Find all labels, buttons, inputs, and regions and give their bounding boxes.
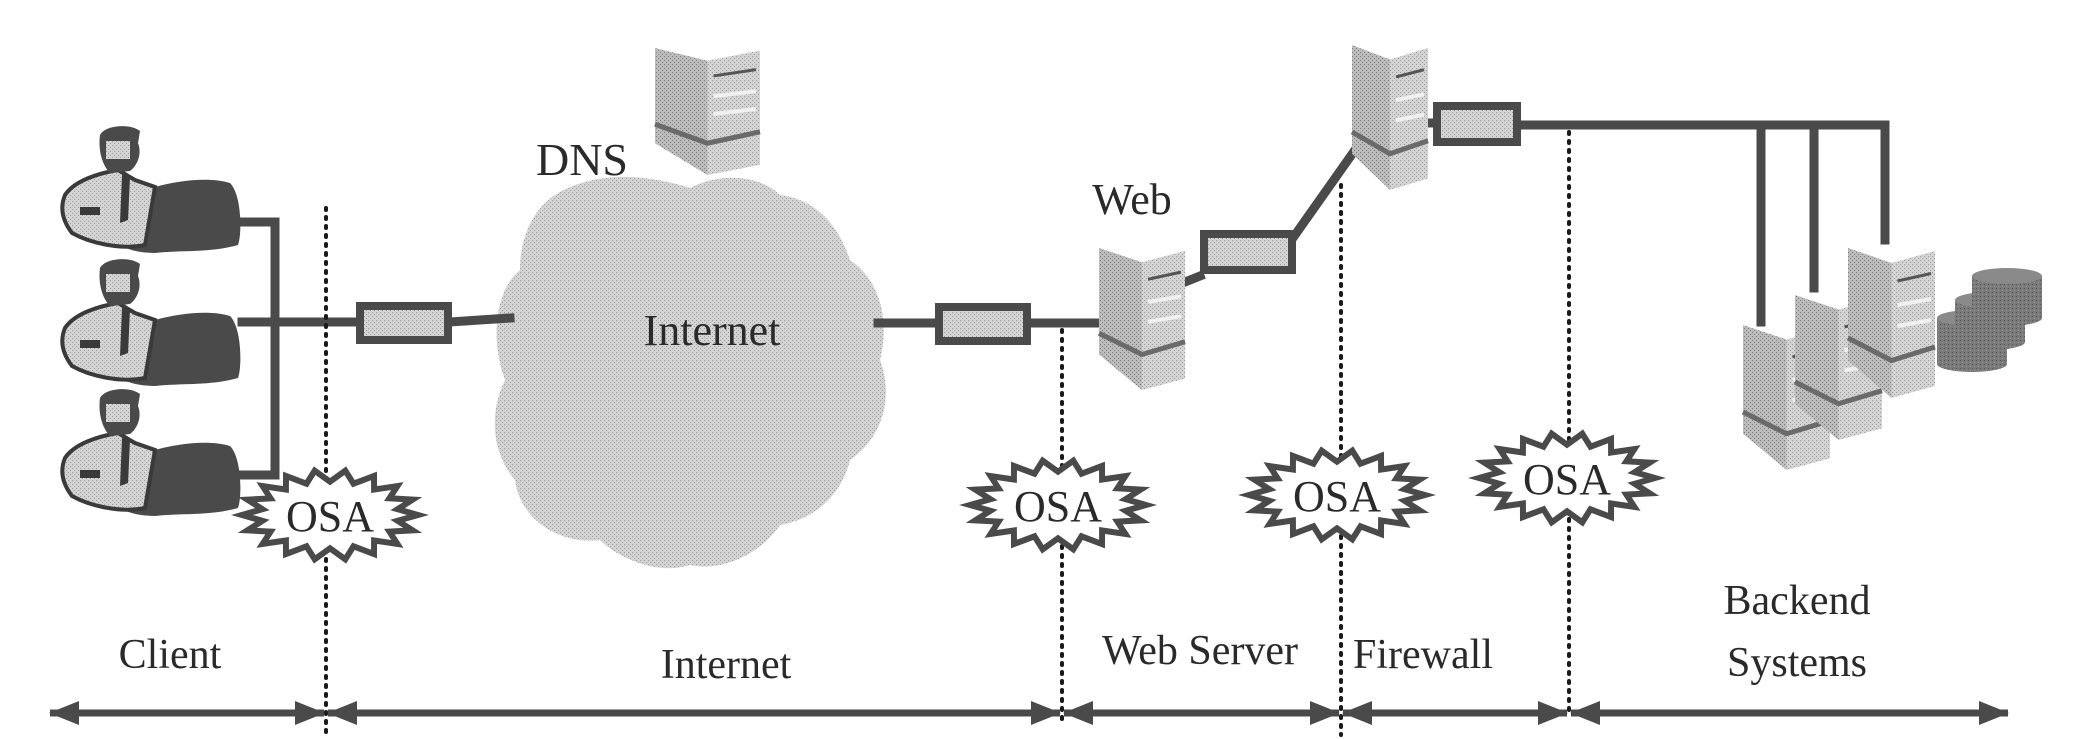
- osa-starburst-icon: [959, 456, 1157, 554]
- link-boxes: [356, 102, 1521, 345]
- dns-label: DNS: [536, 134, 628, 185]
- zone-label-client: Client: [119, 632, 222, 678]
- zone-label-internet: Internet: [661, 642, 792, 688]
- server-slot: [713, 89, 757, 99]
- client-user-icon: [60, 126, 241, 253]
- osa-starburst-icon: [1238, 446, 1436, 544]
- database-disk-1: [1972, 268, 2042, 326]
- zone-label-backend-line2: Systems: [1727, 640, 1867, 686]
- server-slot: [1395, 112, 1425, 123]
- client-user-icon: [60, 389, 241, 516]
- arm-band: [80, 470, 100, 478]
- osa-label: OSA: [1014, 482, 1102, 531]
- tie-shape: [120, 175, 130, 223]
- server-slot: [713, 68, 757, 78]
- internet-cloud: Internet: [494, 176, 886, 569]
- arm-band: [80, 207, 100, 215]
- server-base-band: [1350, 129, 1429, 157]
- osa-label: OSA: [286, 492, 374, 541]
- client-to-cloud-link: [445, 313, 515, 327]
- link-box-firewall: [1433, 102, 1521, 146]
- link-box-web: [1200, 230, 1296, 274]
- server-slot: [1897, 318, 1932, 328]
- osa-starburst-icon: [231, 466, 429, 564]
- server-base-band: [1846, 335, 1936, 364]
- link-box-internet: [935, 303, 1031, 345]
- server-side-face: [1743, 325, 1787, 470]
- osa-badge: OSA: [1468, 429, 1666, 527]
- server-side-face: [1848, 248, 1892, 398]
- clients: [60, 126, 241, 516]
- cloud-shape: [494, 176, 886, 569]
- tie-shape: [120, 438, 130, 486]
- database-icon: [1937, 268, 2042, 372]
- face-shade: [106, 274, 130, 292]
- zone-label-firewall: Firewall: [1353, 632, 1493, 678]
- osa-starburst-icon: [1468, 429, 1666, 527]
- torso-shape: [60, 167, 158, 249]
- osa-label: OSA: [1293, 472, 1381, 521]
- torso-shape: [60, 430, 158, 512]
- server-slot: [1147, 294, 1182, 304]
- server-base-band: [1097, 330, 1186, 358]
- server-side-face: [655, 48, 708, 175]
- server-side-face: [1099, 248, 1142, 390]
- server-base-band: [654, 121, 761, 146]
- link-box-client: [356, 302, 452, 344]
- tie-shape: [120, 308, 130, 356]
- osa-label: OSA: [1523, 455, 1611, 504]
- face-shade: [106, 404, 130, 422]
- server-side-face: [1795, 295, 1839, 440]
- server-slot: [1897, 297, 1932, 307]
- server-slot: [1897, 272, 1932, 283]
- dns-server-icon: [654, 48, 761, 175]
- osa-badge: OSA: [1238, 446, 1436, 544]
- zone-label-web-server: Web Server: [1102, 628, 1298, 674]
- osa-badge: OSA: [231, 466, 429, 564]
- web-label: Web: [1092, 175, 1172, 224]
- box-to-firewall-link: [1288, 143, 1362, 242]
- internet-cloud-label: Internet: [644, 306, 781, 355]
- server-slot: [713, 106, 757, 117]
- client-user-icon: [60, 259, 241, 386]
- connections: [237, 118, 1890, 480]
- server-slot: [1395, 92, 1425, 103]
- firewall-server-icon: [1350, 45, 1429, 191]
- face-shade: [106, 141, 130, 159]
- web-to-box-link: [1179, 270, 1206, 288]
- zone-labels: Client Internet Web Server Firewall Back…: [119, 578, 1871, 688]
- web-server-icon: [1097, 248, 1186, 390]
- client-bus-line: [237, 217, 280, 480]
- server-slot: [1395, 68, 1425, 79]
- torso-shape: [60, 300, 158, 382]
- server-side-face: [1352, 45, 1390, 190]
- zone-label-backend-line1: Backend: [1724, 578, 1871, 624]
- server-slot: [1147, 270, 1182, 281]
- server-base-band: [1793, 379, 1883, 407]
- backend-server-3-icon: [1846, 248, 1936, 398]
- servers: [654, 45, 1936, 470]
- osa-badges: OSA OSA OSA OSA: [231, 429, 1666, 564]
- server-slot: [1147, 314, 1182, 324]
- arm-band: [80, 340, 100, 348]
- server-base-band: [1741, 409, 1831, 437]
- osa-badge: OSA: [959, 456, 1157, 554]
